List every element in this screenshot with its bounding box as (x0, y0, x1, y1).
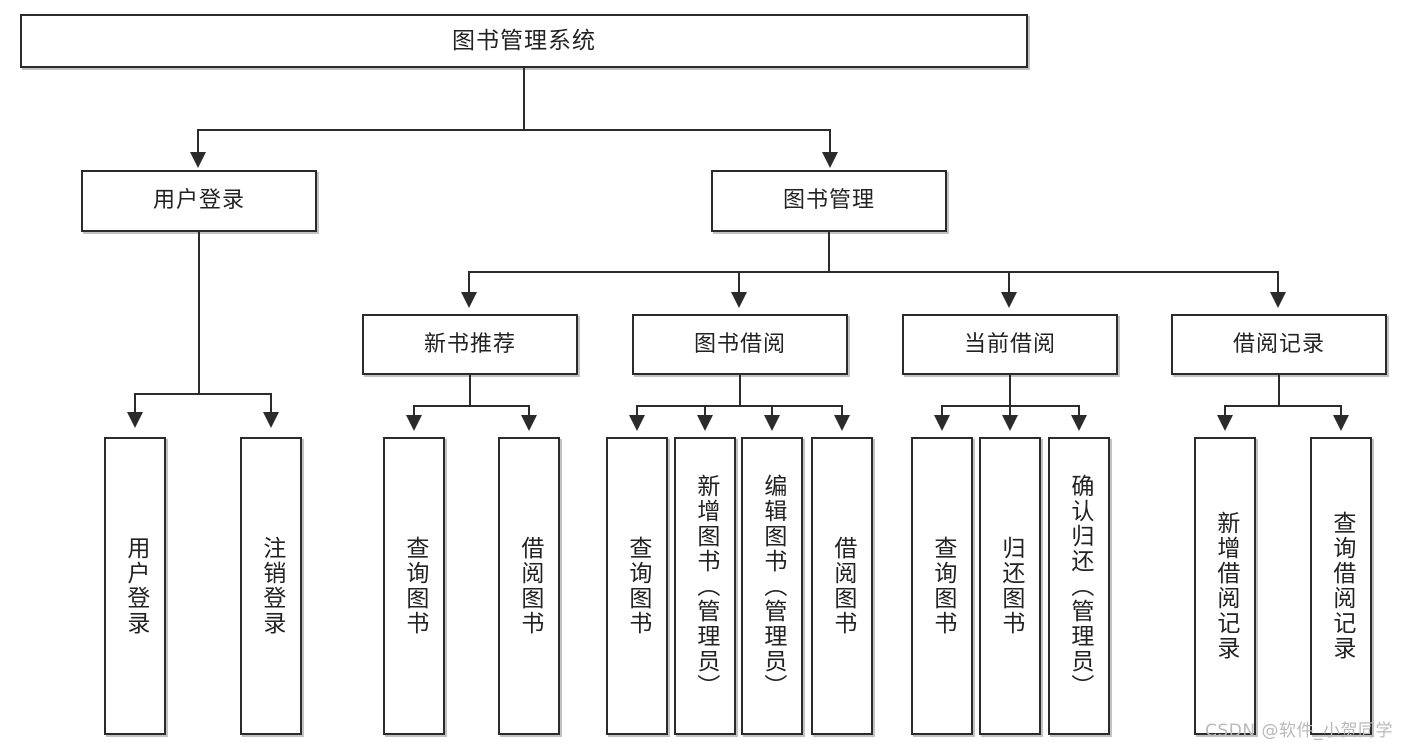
leaf-user-login[interactable]: 用户登录 (104, 437, 166, 735)
node-borrow-record[interactable]: 借阅记录 (1171, 314, 1387, 375)
arrowhead-current-borrow-leaf-3 (1071, 415, 1087, 431)
arrowhead-leaf-logout (263, 412, 279, 428)
node-book-borrow[interactable]: 图书借阅 (632, 314, 848, 375)
watermark: CSDN @软件_小贺同学 (1205, 721, 1393, 741)
edge-root-stem (523, 68, 525, 130)
arrowhead-book-borrow-leaf-2 (697, 415, 713, 431)
node-label: 归还图书 (997, 536, 1024, 636)
edge-root-to-book-mgmt (829, 129, 831, 155)
arrowhead-borrow-record-leaf-1 (1217, 415, 1233, 431)
edge-book-borrow-bus (636, 405, 842, 407)
node-root-system[interactable]: 图书管理系统 (20, 14, 1028, 68)
node-label: 新增借阅记录 (1212, 511, 1239, 661)
node-current-borrow[interactable]: 当前借阅 (902, 314, 1118, 375)
node-label: 注销登录 (258, 536, 285, 636)
node-label: 用户登录 (152, 188, 245, 214)
node-label: 用户登录 (122, 536, 149, 636)
leaf-query-book-borrow[interactable]: 查询图书 (606, 437, 668, 735)
edge-root-bus (197, 129, 831, 131)
node-label: 新书推荐 (423, 331, 516, 357)
edge-new-book-stem (469, 375, 471, 406)
edge-current-borrow-leaf-1 (941, 405, 943, 417)
edge-book-borrow-leaf-3 (771, 405, 773, 417)
node-label: 新增图书（管理员） (692, 473, 719, 699)
edge-book-borrow-stem (739, 375, 741, 406)
leaf-borrow-book[interactable]: 借阅图书 (811, 437, 873, 735)
node-label: 借阅图书 (829, 536, 856, 636)
leaf-add-borrow-record[interactable]: 新增借阅记录 (1194, 437, 1256, 735)
arrowhead-user-login (190, 152, 206, 168)
edge-current-borrow-leaf-3 (1078, 405, 1080, 417)
edge-to-leaf-user-login (134, 393, 136, 415)
arrowhead-book-borrow (731, 292, 747, 308)
edge-borrow-record-leaf-1 (1224, 405, 1226, 417)
node-label: 查询图书 (624, 536, 651, 636)
node-label: 查询图书 (401, 536, 428, 636)
edge-root-to-user-login (197, 129, 199, 155)
edge-to-borrow-record (1277, 271, 1279, 295)
node-new-book-recommend[interactable]: 新书推荐 (362, 314, 578, 375)
arrowhead-current-borrow-leaf-2 (1002, 415, 1018, 431)
node-label: 图书管理系统 (452, 27, 596, 54)
node-label: 编辑图书（管理员） (759, 473, 786, 699)
edge-to-leaf-logout (270, 393, 272, 415)
leaf-confirm-return-admin[interactable]: 确认归还（管理员） (1048, 437, 1110, 735)
leaf-edit-book-admin[interactable]: 编辑图书（管理员） (741, 437, 803, 735)
edge-borrow-record-stem (1278, 375, 1280, 406)
arrowhead-new-book-leaf-2 (521, 415, 537, 431)
leaf-logout[interactable]: 注销登录 (240, 437, 302, 735)
leaf-query-borrow-record[interactable]: 查询借阅记录 (1310, 437, 1372, 735)
edge-borrow-record-bus (1224, 405, 1341, 407)
edge-level3-bus (468, 271, 1278, 273)
arrowhead-book-mgmt (822, 152, 838, 168)
arrowhead-new-book (461, 292, 477, 308)
leaf-query-book-current[interactable]: 查询图书 (911, 437, 973, 735)
arrowhead-book-borrow-leaf-1 (629, 415, 645, 431)
edge-book-mgmt-stem (828, 232, 830, 272)
node-user-login[interactable]: 用户登录 (81, 170, 317, 232)
node-label: 当前借阅 (963, 331, 1056, 357)
node-label: 借阅图书 (516, 536, 543, 636)
arrowhead-borrow-record (1270, 292, 1286, 308)
edge-current-borrow-leaf-2 (1009, 405, 1011, 417)
node-label: 借阅记录 (1232, 331, 1325, 357)
edge-borrow-record-leaf-2 (1340, 405, 1342, 417)
leaf-return-book[interactable]: 归还图书 (979, 437, 1041, 735)
edge-to-book-borrow (738, 271, 740, 295)
edge-to-current-borrow (1008, 271, 1010, 295)
leaf-borrow-book-new[interactable]: 借阅图书 (498, 437, 560, 735)
edge-book-borrow-leaf-4 (841, 405, 843, 417)
leaf-query-book-new[interactable]: 查询图书 (383, 437, 445, 735)
arrowhead-current-borrow-leaf-1 (934, 415, 950, 431)
arrowhead-leaf-user-login (127, 412, 143, 428)
node-label: 图书借阅 (693, 331, 786, 357)
leaf-add-book-admin[interactable]: 新增图书（管理员） (674, 437, 736, 735)
edge-book-borrow-leaf-2 (704, 405, 706, 417)
node-label: 确认归还（管理员） (1066, 473, 1093, 699)
arrowhead-book-borrow-leaf-3 (764, 415, 780, 431)
arrowhead-current-borrow (1001, 292, 1017, 308)
arrowhead-new-book-leaf-1 (406, 415, 422, 431)
node-label: 图书管理 (782, 188, 875, 214)
node-label: 查询图书 (929, 536, 956, 636)
edge-user-login-bus (134, 393, 270, 395)
edge-to-new-book (468, 271, 470, 295)
arrowhead-borrow-record-leaf-2 (1333, 415, 1349, 431)
arrowhead-book-borrow-leaf-4 (834, 415, 850, 431)
edge-new-book-leaf-2 (528, 405, 530, 417)
edge-current-borrow-stem (1009, 375, 1011, 406)
edge-new-book-bus (413, 405, 529, 407)
edge-user-login-stem (198, 232, 200, 394)
node-book-management[interactable]: 图书管理 (711, 170, 947, 232)
node-label: 查询借阅记录 (1328, 511, 1355, 661)
edge-new-book-leaf-1 (413, 405, 415, 417)
edge-book-borrow-leaf-1 (636, 405, 638, 417)
